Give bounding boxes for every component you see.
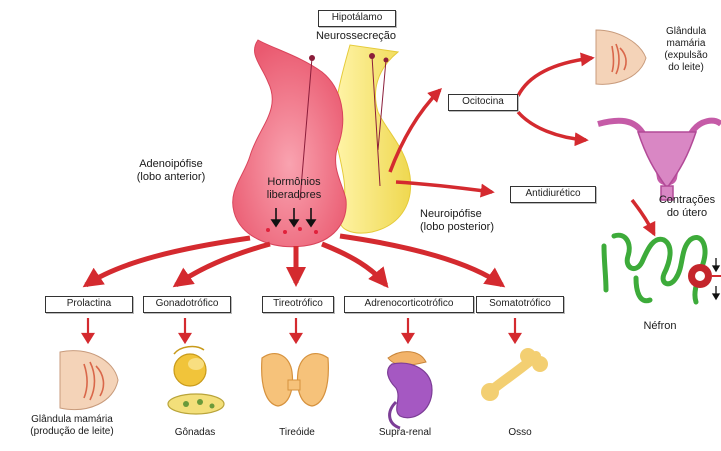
prolactin-box: Prolactina xyxy=(45,296,133,313)
uterus-label-line1: Contrações xyxy=(654,194,720,207)
nephron-label: Néfron xyxy=(630,320,690,333)
releasing-hormones-line1: Hormônios xyxy=(244,176,344,189)
thyrotropic-box: Tireotrófico xyxy=(262,296,334,313)
thyroid-label: Tireóide xyxy=(262,426,332,439)
bone-label: Osso xyxy=(490,426,550,439)
mammary-bottom-line1: Glândula mamária xyxy=(2,414,142,426)
mammary-top-line2: mamária xyxy=(652,38,720,50)
adrenal-illustration xyxy=(388,352,432,428)
mammary-gland-top-illustration xyxy=(596,30,646,84)
neurosecretion-label: Neurossecreção xyxy=(306,30,406,43)
adrenocorticotropic-box: Adrenocorticotrófico xyxy=(344,296,474,313)
uterus-illustration xyxy=(598,121,721,200)
hypothalamus-box: Hipotálamo xyxy=(318,10,396,27)
nephron-illustration xyxy=(604,235,705,302)
somatotropic-box: Somatotrófico xyxy=(476,296,564,313)
adenohypophysis-label-line1: Adenoipófise xyxy=(116,158,226,171)
uterus-label-line2: do útero xyxy=(654,207,720,220)
thyroid-illustration xyxy=(262,354,329,406)
neurohypophysis-label-line1: Neuroipófise xyxy=(420,208,482,221)
bone-illustration xyxy=(481,348,548,401)
gonads-label: Gônadas xyxy=(160,426,230,439)
mammary-top-line1: Glândula xyxy=(652,26,720,38)
gonadotropic-box: Gonadotrófico xyxy=(143,296,231,313)
adenohypophysis-label-line2: (lobo anterior) xyxy=(116,171,226,184)
mammary-top-line3: (expulsão xyxy=(652,50,720,62)
antidiuretic-box: Antidiurético xyxy=(510,186,596,203)
oxytocin-box: Ocitocina xyxy=(448,94,518,111)
releasing-hormones-line2: liberadores xyxy=(244,189,344,202)
gonads-illustration xyxy=(168,347,224,414)
adrenal-label: Supra-renal xyxy=(360,426,450,439)
mammary-bottom-line2: (produção de leite) xyxy=(2,426,142,438)
mammary-gland-bottom-illustration xyxy=(60,351,118,410)
mammary-top-line4: do leite) xyxy=(652,62,720,74)
adenohypophysis-lobe xyxy=(233,40,347,247)
neurohypophysis-label-line2: (lobo posterior) xyxy=(420,221,494,234)
